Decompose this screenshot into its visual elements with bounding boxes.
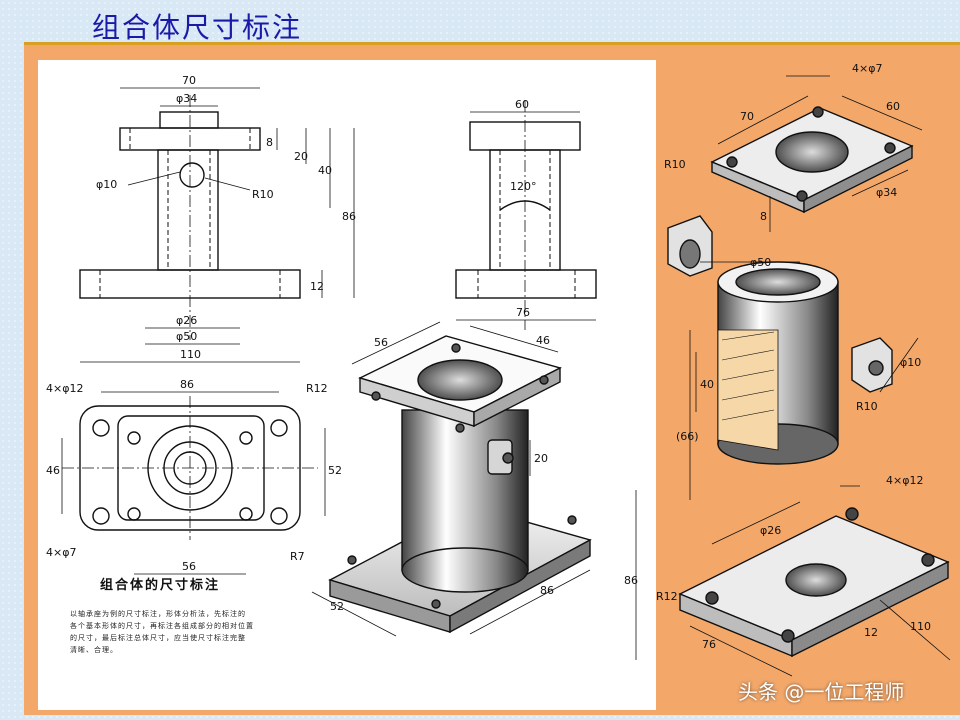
dim-front-86: 86 [342, 210, 356, 223]
dim-plate-60: 60 [886, 100, 900, 113]
top-view [61, 391, 326, 575]
dim-cyl-40: 40 [700, 378, 714, 391]
exploded-top-plate [710, 75, 923, 232]
dim-cyl-d50: φ50 [750, 256, 771, 269]
dim-top-46: 46 [46, 464, 60, 477]
exploded-boss-right [851, 337, 919, 393]
dim-base-holes: 4×φ12 [886, 474, 923, 487]
base-hole-3 [92, 507, 110, 525]
side-view [455, 100, 597, 330]
dim-plate-70: 70 [740, 110, 754, 123]
note-line: 清晰、合理。 [70, 646, 118, 654]
dim-top-r12: R12 [306, 382, 328, 395]
base-hole-2 [270, 419, 288, 437]
dim-top-r7: R7 [290, 550, 305, 563]
iso-cylinder [401, 409, 529, 571]
dim-plate-r10: R10 [664, 158, 686, 171]
note-line: 各个基本形体的尺寸，再标注各组成部分的相对位置 [70, 622, 254, 630]
base-hole-4 [270, 507, 288, 525]
dim-boss-r10: R10 [856, 400, 878, 413]
dim-front-r10: R10 [252, 188, 274, 201]
side-base [455, 269, 597, 299]
dim-front-d10: φ10 [96, 178, 117, 191]
dim-front-12: 12 [310, 280, 324, 293]
note-line: 的尺寸，最后标注总体尺寸，应当使尺寸标注完整 [70, 634, 246, 642]
exploded-boss-small [667, 215, 713, 277]
note-title: 组合体的尺寸标注 [100, 578, 221, 593]
dim-side-60: 60 [515, 98, 529, 111]
dim-front-d34: φ34 [176, 92, 197, 105]
dim-front-d26: φ26 [176, 314, 197, 327]
front-top-boss [159, 111, 219, 129]
dim-front-20: 20 [294, 150, 308, 163]
dim-plate-d34: φ34 [876, 186, 897, 199]
dim-front-70: 70 [182, 74, 196, 87]
dim-iso-46: 46 [536, 334, 550, 347]
base-hole-1 [92, 419, 110, 437]
dim-top-52: 52 [328, 464, 342, 477]
dim-iso-86v: 86 [624, 574, 638, 587]
dim-front-110: 110 [180, 348, 201, 361]
dim-side-120deg: 120° [510, 180, 537, 193]
dim-top-86: 86 [180, 378, 194, 391]
flange-hole-3 [127, 507, 141, 521]
dim-front-40: 40 [318, 164, 332, 177]
dim-front-d50: φ50 [176, 330, 197, 343]
dim-iso-56: 56 [374, 336, 388, 349]
slide-title: 组合体尺寸标注 [92, 11, 303, 44]
dim-top-56: 56 [182, 560, 196, 573]
front-cylinder [157, 149, 219, 271]
dim-iso-20: 20 [534, 452, 548, 465]
exploded-cylinder [689, 261, 839, 500]
dim-base-110: 110 [910, 620, 931, 633]
note-text: 以轴承座为例的尺寸标注，形体分析法，先标注的 各个基本形体的尺寸，再标注各组成部… [70, 608, 330, 656]
dim-boss-d10: φ10 [900, 356, 921, 369]
dim-top-holes7: 4×φ7 [46, 546, 76, 559]
dim-base-r12: R12 [656, 590, 678, 603]
dim-base-d26: φ26 [760, 524, 781, 537]
front-view [79, 87, 355, 363]
flange-hole-1 [127, 431, 141, 445]
front-boss-hole [179, 162, 205, 188]
dim-top-holes12: 4×φ12 [46, 382, 83, 395]
exploded-base [678, 485, 951, 677]
dim-iso-86: 86 [540, 584, 554, 597]
iso-view [311, 321, 637, 660]
dim-base-12: 12 [864, 626, 878, 639]
dim-plate-8: 8 [760, 210, 767, 223]
title-underline [24, 42, 960, 45]
watermark: 头条 @一位工程师 [738, 680, 905, 704]
dim-plate-holes: 4×φ7 [852, 62, 882, 75]
dim-side-76: 76 [516, 306, 530, 319]
dim-base-76: 76 [702, 638, 716, 651]
dim-iso-52: 52 [330, 600, 344, 613]
iso-bore [417, 359, 503, 401]
dim-front-8: 8 [266, 136, 273, 149]
dim-cyl-66: (66) [676, 430, 699, 443]
flange-hole-4 [239, 507, 253, 521]
iso-base-front [449, 538, 591, 634]
flange-hole-2 [239, 431, 253, 445]
note-line: 以轴承座为例的尺寸标注，形体分析法，先标注的 [70, 610, 246, 618]
